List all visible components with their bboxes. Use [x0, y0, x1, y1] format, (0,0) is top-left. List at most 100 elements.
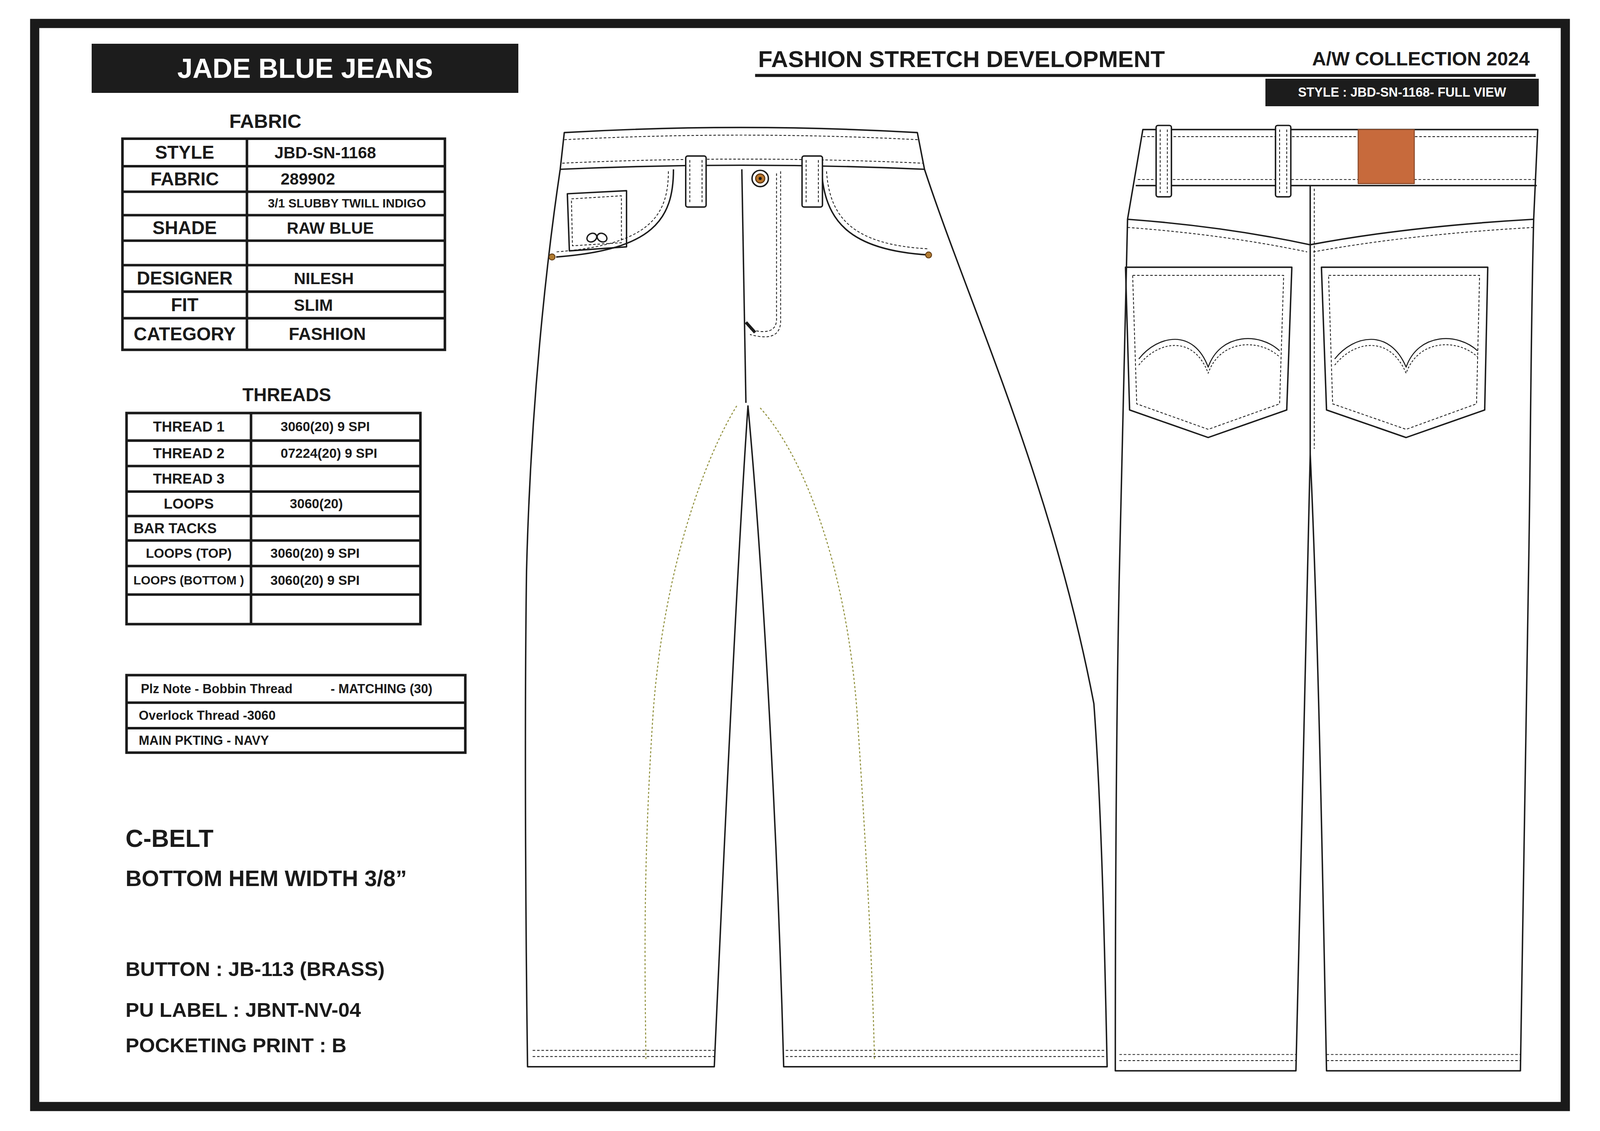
table-value: JBD-SN-1168: [271, 138, 443, 167]
front-view-jeans: [525, 127, 1108, 1068]
back-view-jeans: [1127, 219, 1534, 245]
front-view-jeans: [802, 156, 823, 208]
arcuate-stitch: [1334, 338, 1478, 368]
fabric-table-grid: [122, 213, 445, 217]
threads-table-grid: [126, 539, 421, 542]
note-table-grid: [126, 675, 466, 753]
back-view-jeans: [1167, 129, 1168, 193]
front-view-jeans: [805, 160, 807, 203]
table-value: RAW BLUE: [283, 215, 443, 241]
table-label: CATEGORY: [124, 318, 245, 350]
table-label: FIT: [124, 291, 245, 319]
front-view-jeans: [532, 1050, 715, 1052]
threads-table-grid: [126, 413, 421, 625]
back-view-jeans: [1326, 1054, 1521, 1055]
coin-pocket-logo: [595, 231, 609, 244]
fabric-table-grid: [122, 190, 445, 193]
banner-text: JADE BLUE JEANS: [177, 53, 433, 84]
front-view-jeans: [532, 135, 1105, 1057]
spec-text: BUTTON : JB-113 (BRASS): [122, 955, 531, 984]
front-view-jeans: [785, 1050, 1106, 1052]
table-label: STYLE: [124, 138, 245, 167]
section-heading: FABRIC: [204, 110, 327, 133]
table-value: 3060(20): [286, 491, 419, 517]
front-view-jeans: [817, 160, 819, 203]
front-view-jeans: [750, 171, 781, 337]
back-view-jeans: [1135, 185, 1537, 187]
brass-button: [758, 177, 762, 180]
threads-table-grid: [126, 490, 421, 493]
front-view-jeans: [785, 1056, 1106, 1058]
fabric-table-grid: [122, 165, 445, 168]
front-view-jeans: [571, 195, 622, 246]
back-view-jeans: [1119, 1054, 1297, 1055]
back-view-jeans: [1167, 129, 1168, 193]
front-view-jeans: [826, 171, 929, 249]
back-view-jeans: [1142, 136, 1537, 138]
back-view-jeans: [1160, 129, 1287, 193]
threads-table-grid: [126, 515, 421, 518]
note-table-grid: [126, 727, 466, 730]
spec-text: POCKETING PRINT : B: [122, 1031, 531, 1061]
table-value: 3060(20) 9 SPI: [277, 413, 419, 441]
seam-stitch: [645, 405, 737, 1061]
table-value: 3/1 SLUBBY TWILL INDIGO: [250, 191, 443, 215]
threads-table-grid: [126, 465, 421, 468]
back-view-jeans: [1137, 179, 1538, 180]
fabric-table-grid: [122, 263, 445, 267]
note-text: MAIN PKTING - NAVY: [135, 728, 464, 754]
front-view-jeans: [741, 169, 746, 403]
back-view-jeans: [1313, 227, 1534, 253]
note-text: Overlock Thread -3060: [135, 702, 464, 729]
back-view-jeans: [1160, 129, 1161, 193]
note-text: Plz Note - Bobbin Thread: [137, 675, 328, 703]
back-view-jeans: [1328, 275, 1480, 430]
front-view-jeans: [556, 169, 674, 258]
front-view-jeans: [532, 1056, 715, 1058]
back-view-jeans: [1119, 129, 1538, 1061]
front-view-jeans: [685, 156, 707, 208]
table-value: 07224(20) 9 SPI: [277, 440, 419, 467]
table-value: SLIM: [290, 291, 443, 319]
threads-table-grid: [126, 565, 421, 568]
note-text: - MATCHING (30): [327, 675, 464, 703]
back-view-jeans: [1286, 129, 1288, 193]
back-view-jeans: [1309, 185, 1311, 455]
back-view-jeans: [1286, 129, 1288, 193]
header-rule: [755, 73, 1536, 77]
bar-tack: [745, 322, 755, 333]
table-label: LOOPS: [128, 491, 250, 517]
back-view-jeans: [1160, 129, 1161, 193]
table-value: FASHION: [285, 318, 443, 350]
rivet: [549, 254, 556, 261]
rivet: [925, 252, 932, 259]
spec-text: PU LABEL : JBNT-NV-04: [122, 995, 531, 1025]
front-view-jeans: [560, 165, 925, 170]
table-label: SHADE: [124, 215, 245, 241]
table-label: LOOPS (TOP): [128, 540, 250, 567]
brass-button: [752, 170, 769, 187]
front-view-jeans: [556, 171, 669, 252]
table-value: NILESH: [290, 265, 443, 293]
note-table-grid: [126, 675, 466, 753]
back-view-jeans: [1279, 129, 1280, 193]
section-heading: THREADS: [225, 383, 348, 407]
front-view-jeans: [689, 160, 691, 203]
table-label: THREAD 3: [128, 466, 250, 492]
arcuate-stitch: [1138, 338, 1280, 368]
style-banner: STYLE : JBD-SN-1168- FULL VIEW: [1265, 78, 1539, 107]
back-view-jeans: [1127, 227, 1308, 253]
back-view-jeans: [1115, 129, 1538, 1072]
back-view-jeans: [1119, 1060, 1297, 1062]
pu-label: [1358, 129, 1415, 184]
fabric-table-grid: [122, 317, 445, 320]
table-label: DESIGNER: [124, 265, 245, 293]
threads-table-grid: [126, 593, 421, 596]
page-frame: [34, 23, 1565, 1107]
back-view-jeans: [1132, 275, 1284, 430]
threads-table-grid: [126, 439, 421, 443]
threads-table-grid: [249, 413, 253, 625]
spec-text: BOTTOM HEM WIDTH 3/8”: [122, 863, 511, 894]
note-table-grid: [126, 701, 466, 705]
